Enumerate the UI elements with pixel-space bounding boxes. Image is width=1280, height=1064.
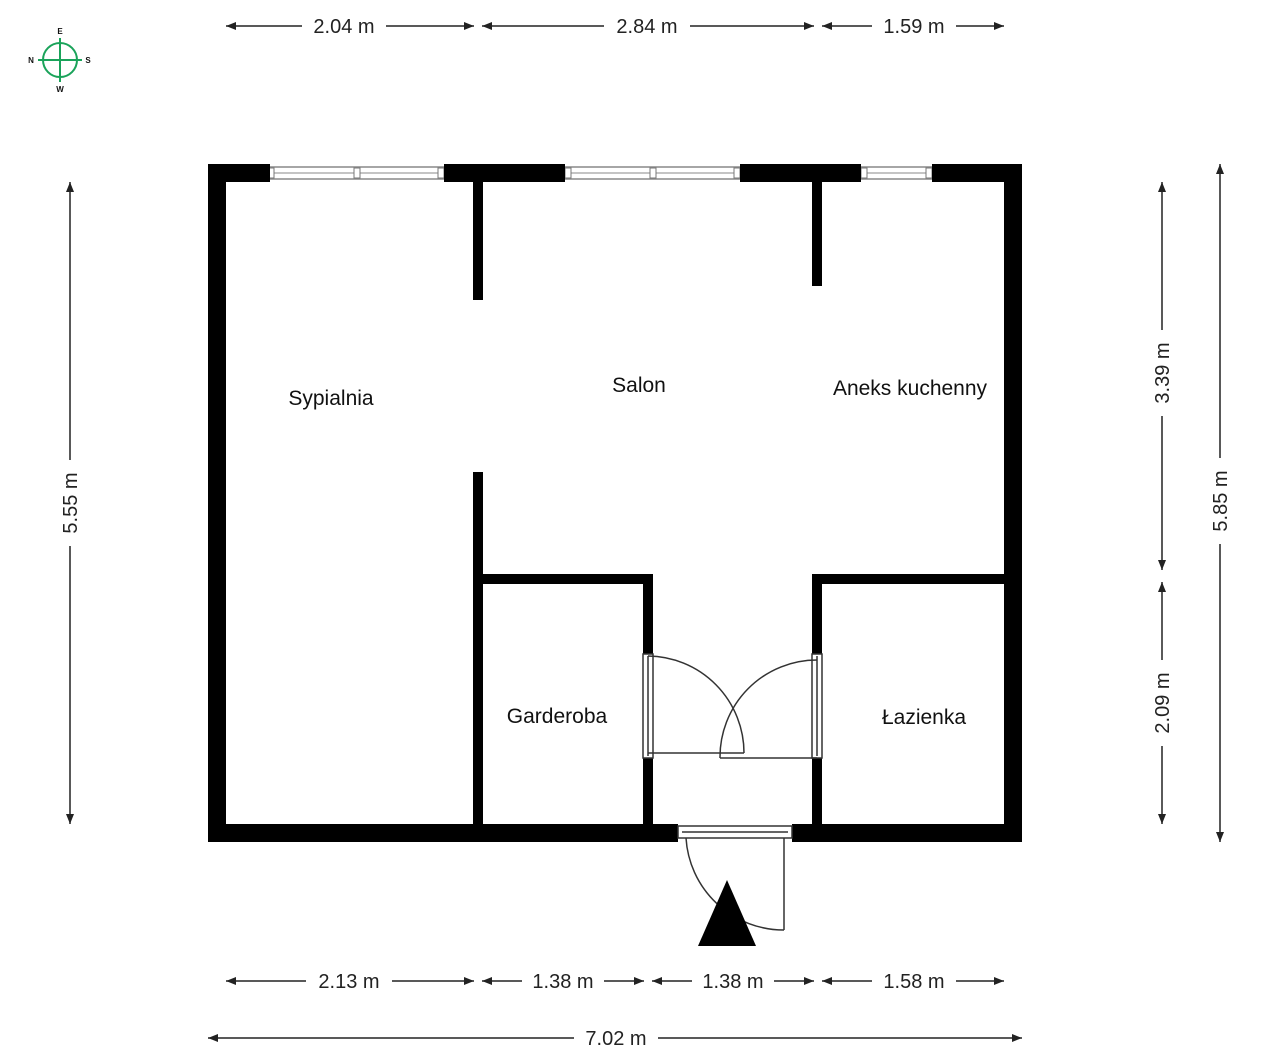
dim-label-left: 5.55 m	[60, 472, 82, 533]
door-wardrobe	[642, 653, 745, 759]
dimension-bottom-4: 1.58 m	[822, 971, 1004, 993]
dim-label-top-1: 2.04 m	[313, 16, 374, 38]
dimension-top-3: 1.59 m	[822, 16, 1004, 38]
dimension-bottom-1: 2.13 m	[226, 971, 474, 993]
dimension-right-lower: 2.09 m	[1152, 582, 1174, 824]
dimension-right-upper: 3.39 m	[1152, 182, 1174, 570]
window-bedroom	[267, 166, 445, 180]
dim-label-top-2: 2.84 m	[616, 16, 677, 38]
room-label-living: Salon	[612, 374, 666, 397]
dimension-top-2: 2.84 m	[482, 16, 814, 38]
dim-label-right-lower: 2.09 m	[1152, 672, 1174, 733]
door-bathroom	[719, 653, 823, 759]
walls	[208, 164, 1022, 842]
dim-label-top-3: 1.59 m	[883, 16, 944, 38]
window-kitchen	[860, 166, 933, 180]
dim-label-bottom-4: 1.58 m	[883, 971, 944, 993]
doors	[642, 653, 823, 931]
dimension-bottom-2: 1.38 m	[482, 971, 644, 993]
window-living	[564, 166, 741, 180]
dim-label-bottom-2: 1.38 m	[532, 971, 593, 993]
compass-east-label: E	[57, 27, 63, 36]
entrance-arrow-icon	[698, 880, 756, 946]
room-label-bathroom: Łazienka	[882, 706, 966, 729]
dimension-left: 5.55 m	[60, 182, 82, 824]
room-label-wardrobe: Garderoba	[507, 705, 608, 728]
dimension-total-width: 7.02 m	[208, 1028, 1022, 1050]
compass-icon: N E S W	[28, 27, 91, 94]
dim-label-right-total: 5.85 m	[1210, 470, 1232, 531]
dim-label-bottom-3: 1.38 m	[702, 971, 763, 993]
dim-label-right-upper: 3.39 m	[1152, 342, 1174, 403]
compass-west-label: W	[56, 85, 64, 94]
compass-south-label: S	[85, 56, 91, 65]
room-label-kitchen: Aneks kuchenny	[833, 377, 988, 400]
dim-label-total-width: 7.02 m	[585, 1028, 646, 1050]
dimension-right-total: 5.85 m	[1210, 164, 1232, 842]
dim-label-bottom-1: 2.13 m	[318, 971, 379, 993]
dimension-bottom-3: 1.38 m	[652, 971, 814, 993]
dimension-top-1: 2.04 m	[226, 16, 474, 38]
room-label-bedroom: Sypialnia	[288, 387, 374, 410]
compass-north-label: N	[28, 56, 34, 65]
